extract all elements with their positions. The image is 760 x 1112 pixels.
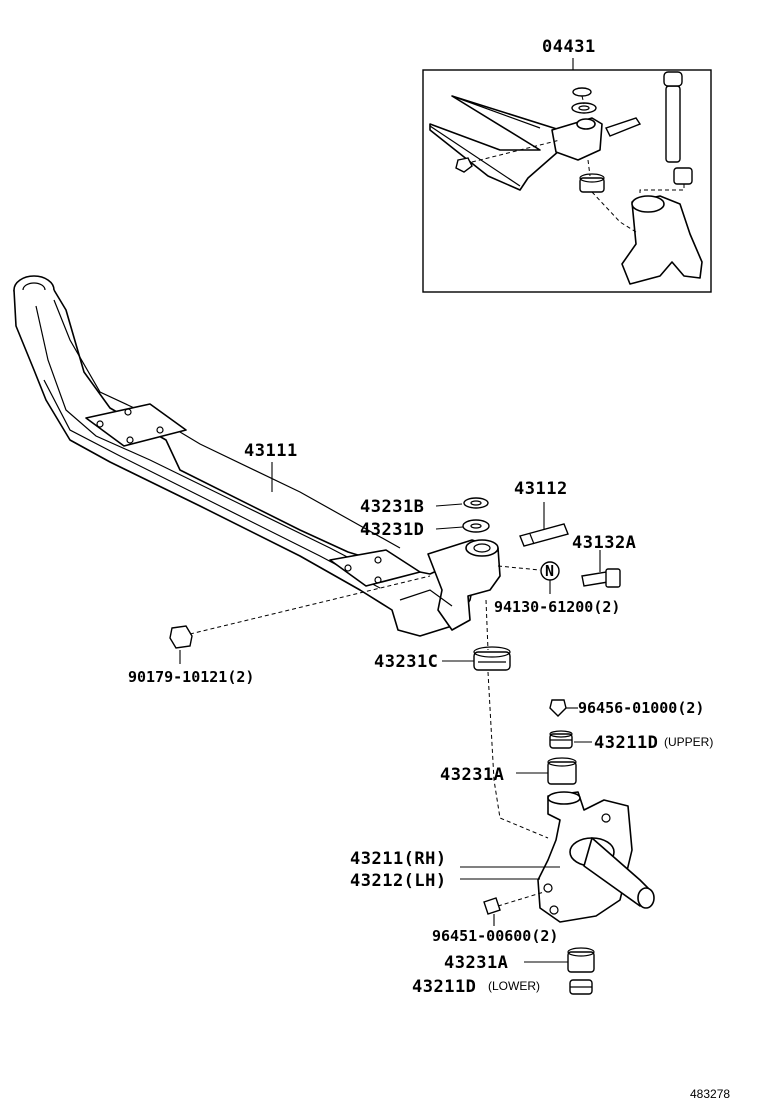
front-axle-beam	[13, 275, 501, 637]
label-43211-rh: 43211(RH)	[350, 849, 447, 869]
label-43211d-lower: 43211D	[412, 977, 476, 997]
label-96456-01000: 96456-01000(2)	[578, 699, 704, 717]
callout-n: N	[545, 562, 554, 580]
label-43212-lh: 43212(LH)	[350, 871, 447, 891]
label-96451-00600: 96451-00600(2)	[432, 927, 558, 945]
inset-kit-box	[422, 58, 712, 293]
label-94130-61200: 94130-61200(2)	[494, 598, 620, 616]
label-43231a-upper: 43231A	[440, 765, 504, 785]
label-43111: 43111	[244, 441, 298, 461]
label-43231d: 43231D	[360, 520, 424, 540]
diagram-id: 483278	[690, 1087, 730, 1101]
label-04431: 04431	[542, 37, 596, 57]
label-43231c: 43231C	[374, 652, 438, 672]
label-43112: 43112	[514, 479, 568, 499]
label-90179-10121: 90179-10121(2)	[128, 668, 254, 686]
hardware-parts	[169, 497, 655, 995]
label-43231b: 43231B	[360, 497, 424, 517]
label-43132a: 43132A	[572, 533, 636, 553]
note-lower: (LOWER)	[488, 979, 540, 993]
label-43231a-lower: 43231A	[444, 953, 508, 973]
leader-lines	[179, 462, 601, 963]
label-43211d-upper: 43211D	[594, 733, 658, 753]
assembly-lines	[189, 565, 549, 907]
note-upper: (UPPER)	[664, 735, 713, 749]
